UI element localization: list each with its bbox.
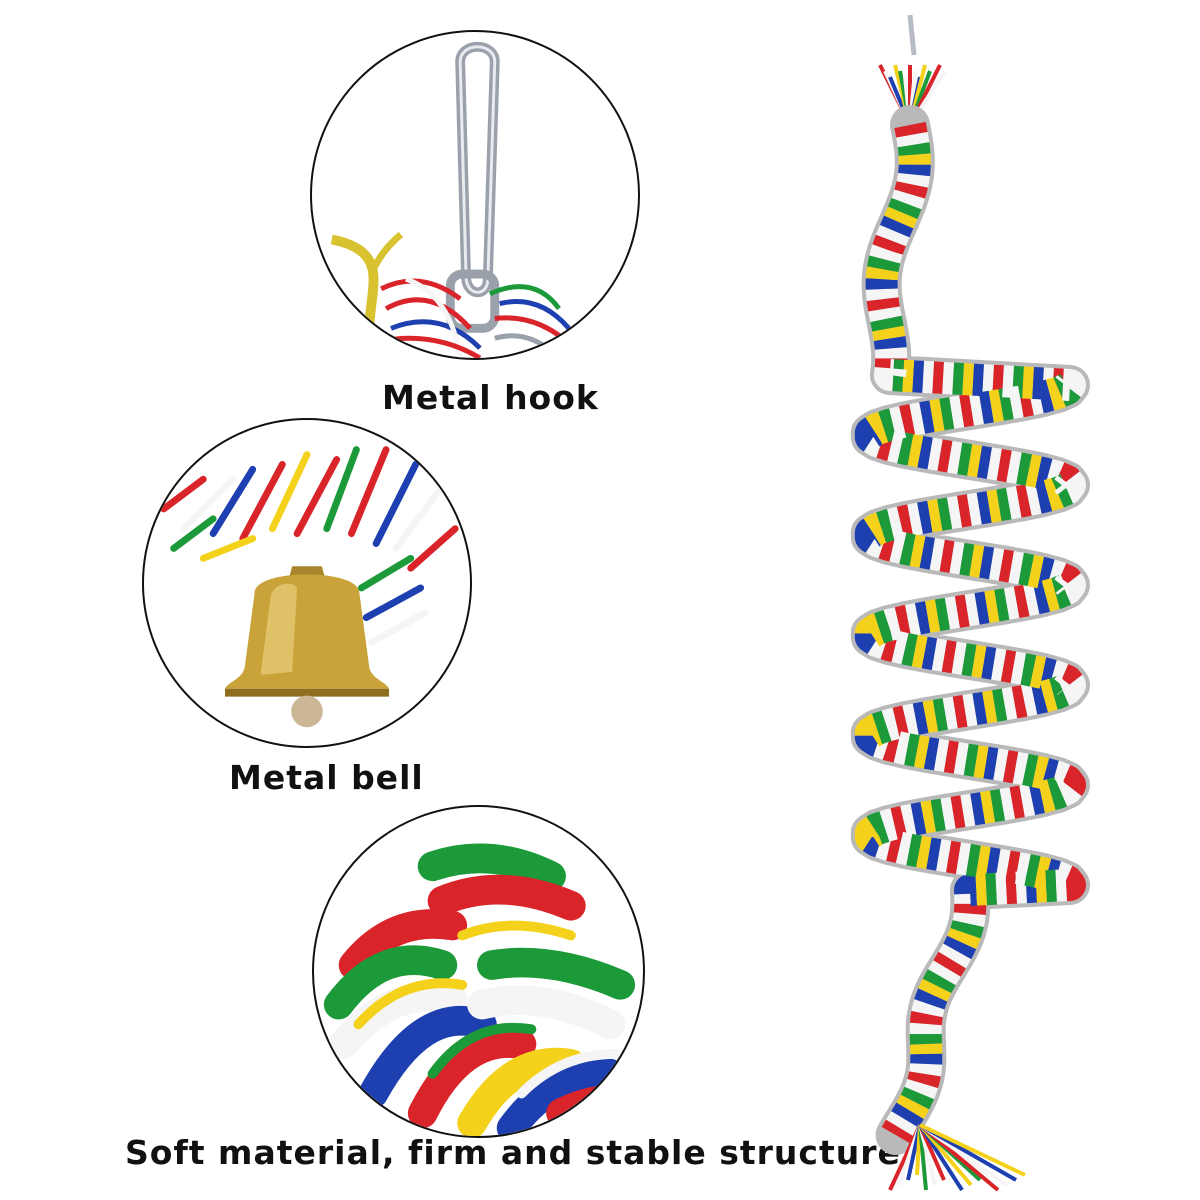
soft-material-caption: Soft material, firm and stable structure — [125, 1133, 901, 1172]
spiral-rope-icon — [850, 15, 1090, 1192]
spiral-rope-perch — [820, 15, 1110, 1195]
metal-bell-detail-circle — [142, 418, 472, 748]
rope-closeup-icon — [323, 843, 643, 1136]
metal-hook-detail-circle — [310, 30, 640, 360]
rope-closeup-detail-circle — [312, 805, 645, 1138]
metal-bell-caption: Metal bell — [229, 758, 424, 797]
metal-bell-icon — [160, 446, 459, 728]
metal-hook-icon — [330, 42, 576, 358]
metal-hook-caption: Metal hook — [382, 378, 599, 417]
